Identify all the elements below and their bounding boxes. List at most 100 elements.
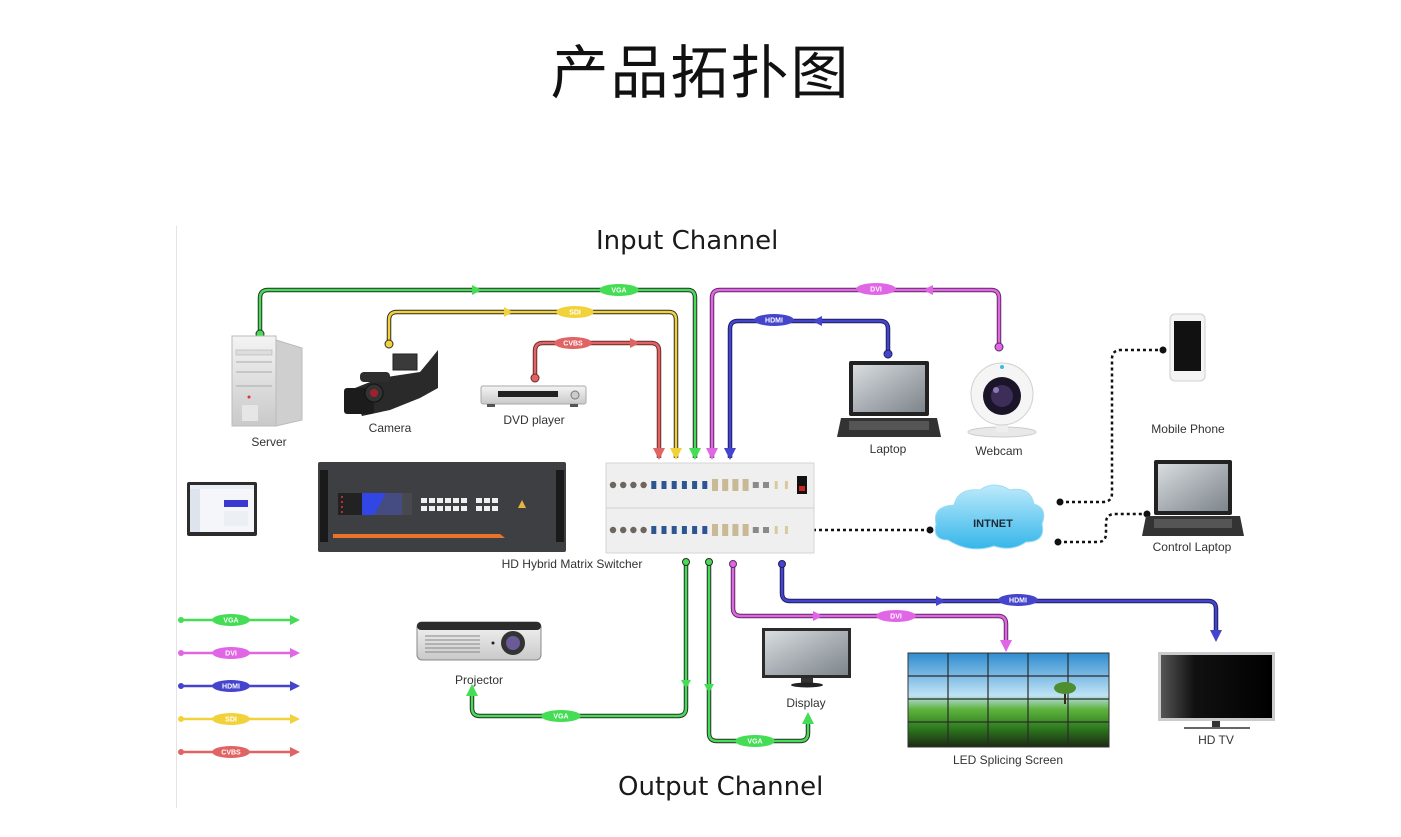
port-connector xyxy=(692,481,698,489)
cable-legend: VGA DVI HDMI SDI CVBS xyxy=(178,614,300,758)
link-cloud-phone xyxy=(1060,348,1163,504)
projector-device: Projector xyxy=(416,621,542,687)
power-switch-icon xyxy=(797,476,807,494)
arrow-right-icon xyxy=(472,285,482,295)
mobile-phone-device: Mobile Phone xyxy=(1151,313,1225,436)
network-links xyxy=(808,348,1163,544)
arrow-right-icon xyxy=(290,648,300,658)
legend-item-vga: VGA xyxy=(178,614,300,626)
pill-dvd-cvbs: CVBS xyxy=(554,337,592,349)
brand-logo-icon xyxy=(518,500,526,508)
port-connector xyxy=(681,481,687,489)
port-connector xyxy=(774,526,778,534)
pill-label: CVBS xyxy=(563,341,583,348)
camera-label: Camera xyxy=(369,421,412,435)
display-label: Display xyxy=(786,696,825,710)
pill-laptop-hdmi: HDMI xyxy=(754,314,794,326)
arrow-right-icon xyxy=(813,611,823,621)
pill-label: HDMI xyxy=(1009,598,1027,605)
pill-label: VGA xyxy=(747,739,762,746)
cloud-icon xyxy=(934,484,1045,550)
projector-icon xyxy=(416,621,542,661)
webcam-device: Webcam xyxy=(967,362,1037,458)
server-label: Server xyxy=(251,435,286,449)
pill-display-vga: VGA xyxy=(735,735,775,747)
port-connector xyxy=(651,481,657,489)
video-wall-icon xyxy=(907,652,1110,748)
arrow-up-icon xyxy=(802,712,814,724)
legend-item-hdmi: HDMI xyxy=(178,680,300,692)
laptop-icon xyxy=(1142,460,1244,536)
matrix-switcher-front xyxy=(318,462,566,552)
port-connector xyxy=(692,526,698,534)
port-connector xyxy=(742,524,749,536)
pill-camera-sdi: SDI xyxy=(556,306,594,318)
port-connector xyxy=(763,482,769,488)
port-connector xyxy=(774,481,778,489)
pill-label: DVI xyxy=(870,287,882,294)
hdtv-device: HD TV xyxy=(1158,652,1275,747)
port-connector xyxy=(752,527,759,533)
dvd-player-icon xyxy=(480,385,587,407)
port-connector xyxy=(671,526,677,534)
port-connector xyxy=(630,481,637,489)
arrow-right-icon xyxy=(504,307,513,317)
port-connector xyxy=(640,481,647,489)
webcam-label: Webcam xyxy=(975,444,1022,458)
page-title: 产品拓扑图 xyxy=(550,39,851,107)
power-indicator xyxy=(799,486,805,491)
port-connector xyxy=(609,526,617,534)
port-connector xyxy=(712,479,718,491)
led-screen-label: LED Splicing Screen xyxy=(953,753,1063,767)
arrow-down-icon xyxy=(670,448,682,460)
port-connector xyxy=(722,479,729,491)
laptop-icon xyxy=(837,361,941,437)
pill-label: HDMI xyxy=(765,318,783,325)
legend-label: CVBS xyxy=(221,750,241,757)
control-laptop-label: Control Laptop xyxy=(1153,540,1232,554)
port-connector xyxy=(661,526,667,534)
pill-projector-vga: VGA xyxy=(541,710,581,722)
port-connector xyxy=(732,479,739,491)
camera-device: Camera xyxy=(344,350,438,435)
pill-label: VGA xyxy=(553,714,568,721)
arrow-down-icon xyxy=(706,448,718,460)
intnet-cloud: INTNET xyxy=(934,484,1045,550)
port-connector xyxy=(712,524,718,536)
legend-item-dvi: DVI xyxy=(178,647,300,659)
matrix-switcher-back xyxy=(605,462,815,554)
legend-label: HDMI xyxy=(222,684,240,691)
cable-laptop-hdmi xyxy=(724,316,893,460)
port-connector xyxy=(752,482,759,488)
port-connector xyxy=(609,481,617,489)
pill-webcam-dvi: DVI xyxy=(856,283,896,295)
pill-label: VGA xyxy=(611,288,626,295)
arrow-right-icon xyxy=(290,615,300,625)
server-device: Server xyxy=(231,335,303,449)
laptop-label: Laptop xyxy=(870,442,907,456)
port-connector xyxy=(630,526,637,534)
arrow-down-icon xyxy=(1210,630,1222,642)
port-connector xyxy=(620,526,627,534)
arrow-right-icon xyxy=(290,714,300,724)
arrow-up-icon xyxy=(466,684,478,696)
legend-item-sdi: SDI xyxy=(178,713,300,725)
port-connector xyxy=(742,479,749,491)
arrow-right-icon xyxy=(936,596,946,606)
display-device: Display xyxy=(762,628,851,710)
webcam-icon xyxy=(967,362,1037,438)
pill-server-vga: VGA xyxy=(599,284,639,296)
arrow-down-icon xyxy=(704,684,714,693)
port-connector xyxy=(661,481,667,489)
cable-dvd-cvbs xyxy=(530,338,665,460)
arrow-right-icon xyxy=(290,681,300,691)
port-connector xyxy=(722,524,729,536)
monitor-icon xyxy=(762,628,851,688)
dvd-player-label: DVD player xyxy=(503,413,564,427)
cable-led-dvi xyxy=(729,560,1012,652)
projector-label: Projector xyxy=(455,673,503,687)
port-connector xyxy=(784,481,788,489)
port-connector xyxy=(784,526,788,534)
mobile-phone-label: Mobile Phone xyxy=(1151,422,1225,436)
